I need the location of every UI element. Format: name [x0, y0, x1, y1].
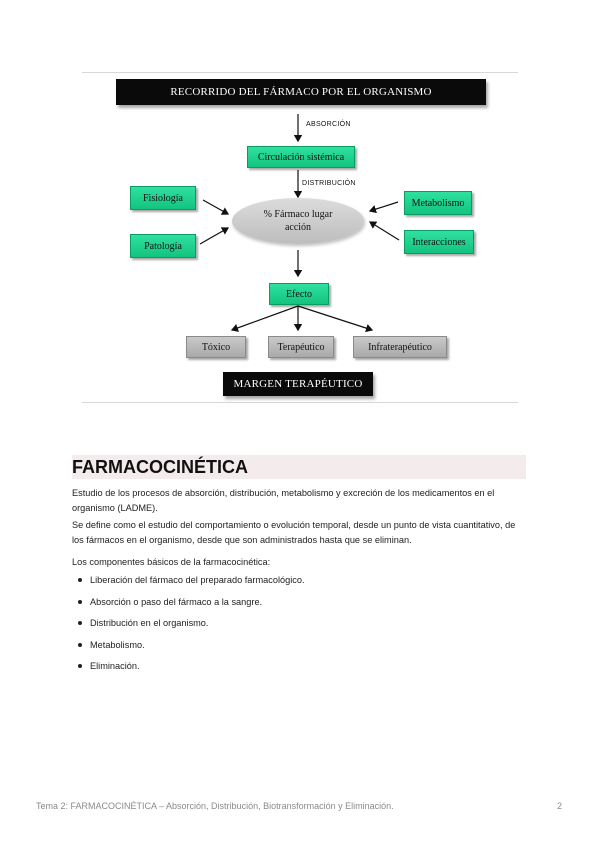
- efecto-box: Efecto: [269, 283, 329, 305]
- paragraph-1: Estudio de los procesos de absorción, di…: [72, 488, 495, 513]
- arrow-infraterapeutico: [297, 305, 374, 333]
- paragraph-2: Se define como el estudio del comportami…: [72, 520, 516, 545]
- arrow-fisiologia: [202, 199, 230, 215]
- section-title: FARMACOCINÉTICA: [72, 455, 526, 479]
- interacciones-box: Interacciones: [404, 230, 474, 254]
- arrow-toxico: [230, 305, 299, 332]
- patologia-box: Patología: [130, 234, 196, 258]
- arrow-interacciones: [368, 221, 400, 241]
- margen-terapeutico: MARGEN TERAPÉUTICO: [223, 372, 373, 396]
- diagram-arrows: [199, 114, 400, 333]
- infraterapeutico-box: Infraterapéutico: [353, 336, 447, 358]
- ellipse-line-1: % Fármaco lugar: [263, 209, 333, 220]
- diagram-top-rule: [82, 72, 518, 73]
- list-item: Absorción o paso del fármaco a la sangre…: [72, 595, 305, 617]
- diagram-title: RECORRIDO DEL FÁRMACO POR EL ORGANISMO: [116, 79, 486, 105]
- fisiologia-box: Fisiología: [130, 186, 196, 210]
- terapeutico-box: Terapéutico: [268, 336, 334, 358]
- list-item: Metabolismo.: [72, 638, 305, 660]
- ellipse-line-2: acción: [284, 222, 312, 233]
- list-item: Distribución en el organismo.: [72, 616, 305, 638]
- circulacion-box: Circulación sistémica: [247, 146, 355, 168]
- arrow-metabolismo: [368, 201, 399, 214]
- toxico-box: Tóxico: [186, 336, 246, 358]
- paragraph-3: Los componentes básicos de la farmacocin…: [72, 557, 271, 567]
- list-item: Eliminación.: [72, 659, 305, 681]
- list-item: Liberación del fármaco del preparado far…: [72, 573, 305, 595]
- arrow-patologia: [199, 227, 230, 245]
- farmaco-lugar-ellipse: % Fármaco lugar acción: [232, 198, 364, 244]
- page-number: 2: [557, 801, 563, 811]
- distribucion-label: DISTRIBUCIÓN: [302, 180, 356, 187]
- absorcion-label: ABSORCIÓN: [306, 121, 351, 128]
- metabolismo-box: Metabolismo: [404, 191, 472, 215]
- components-list: Liberación del fármaco del preparado far…: [72, 573, 305, 681]
- page-footer: Tema 2: FARMACOCINÉTICA – Absorción, Dis…: [36, 801, 394, 811]
- diagram-bottom-rule: [82, 402, 518, 403]
